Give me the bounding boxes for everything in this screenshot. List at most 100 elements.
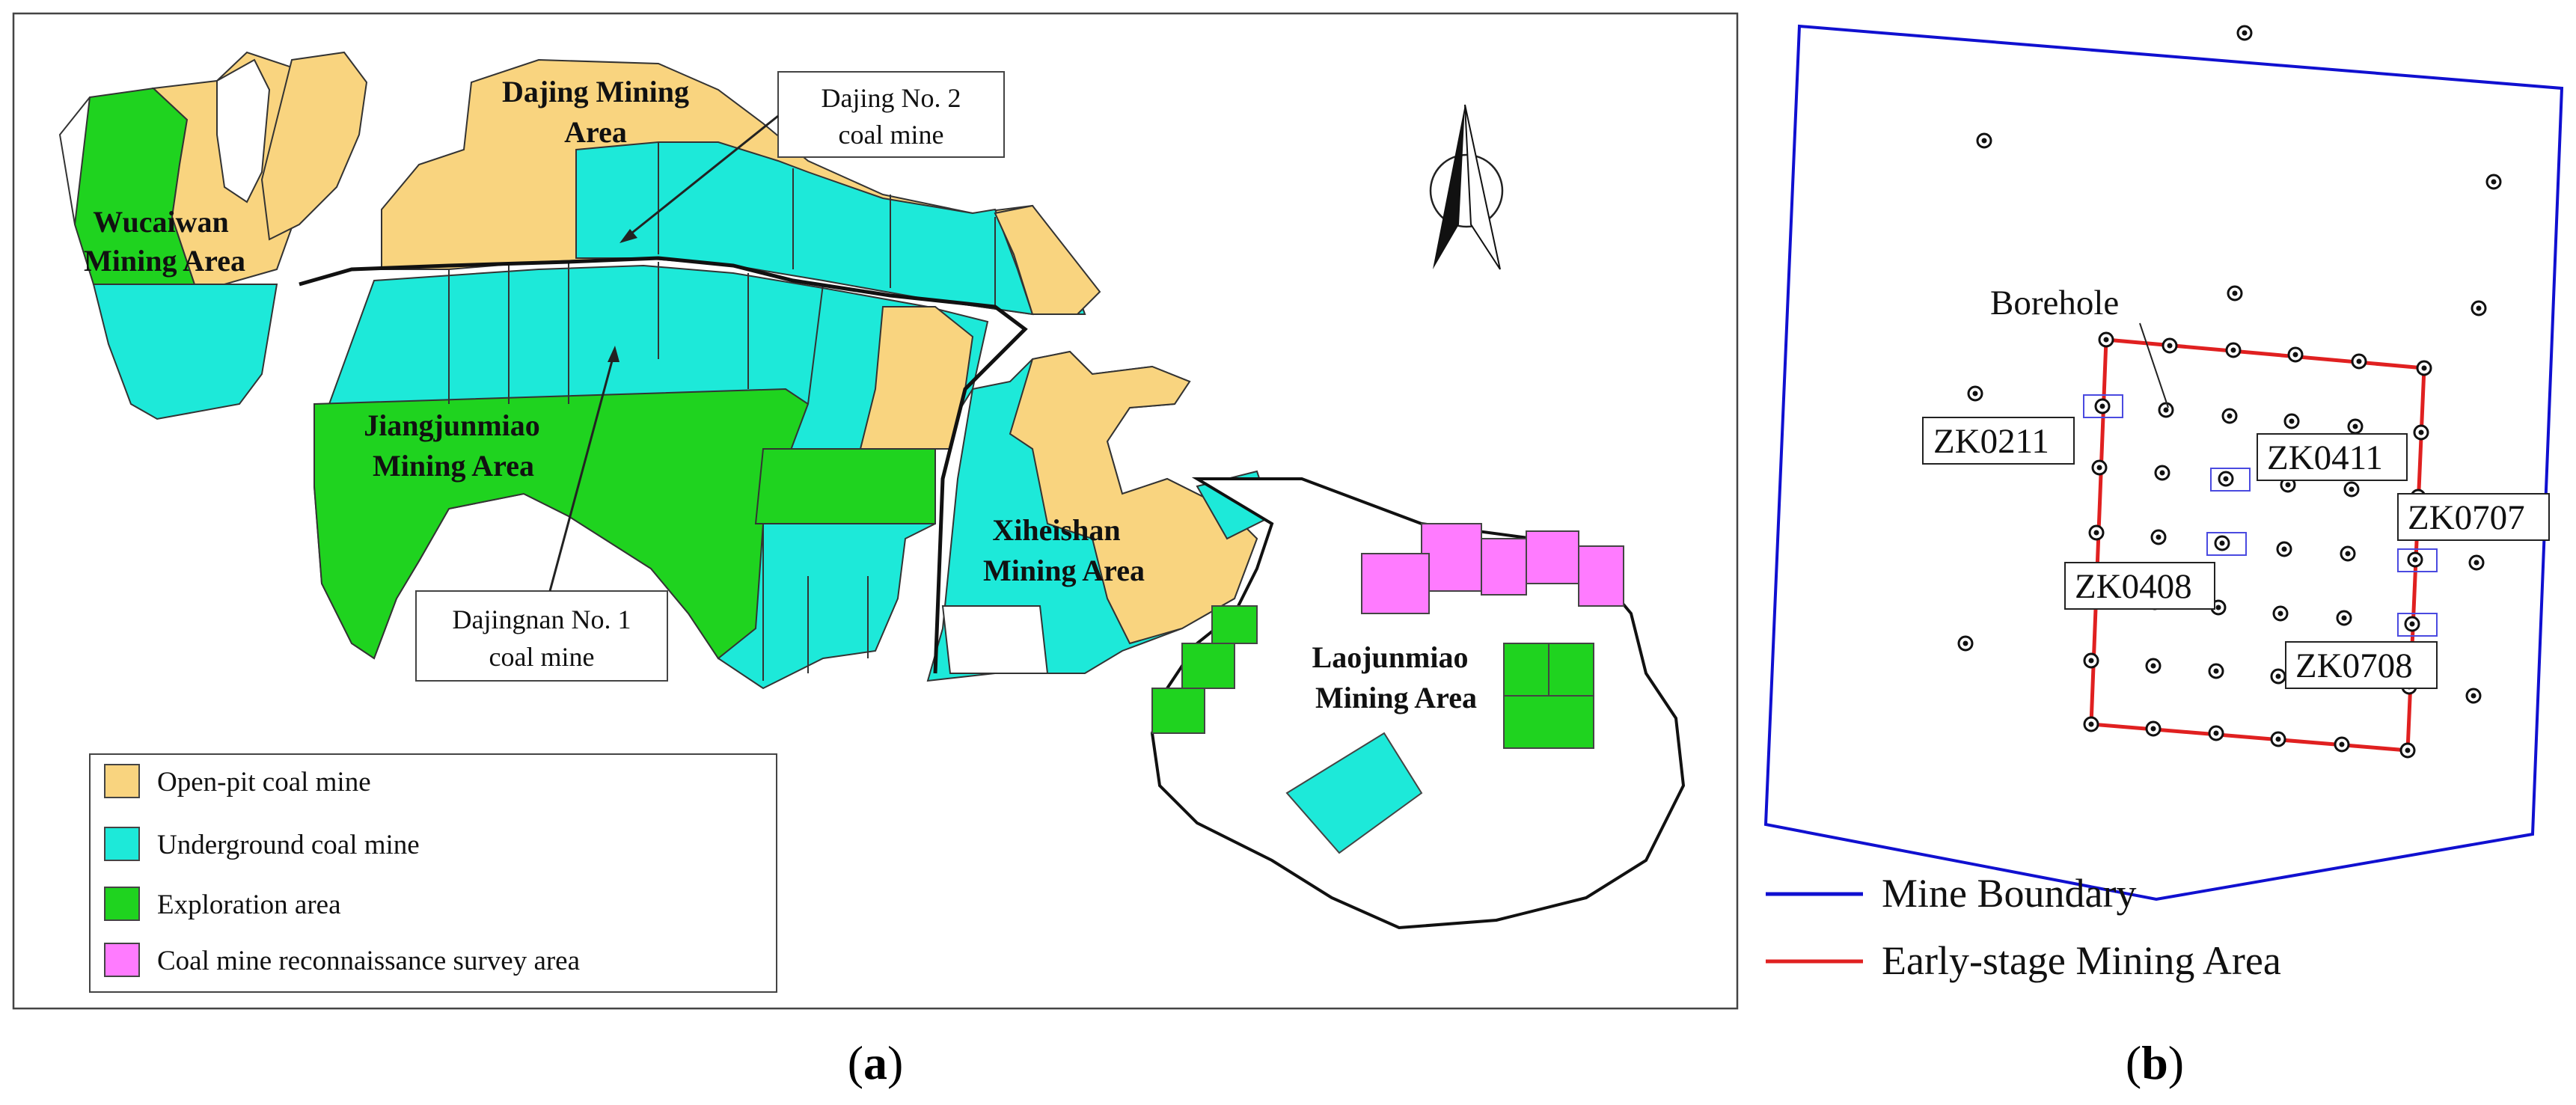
- caption-b: (b): [2126, 1036, 2184, 1089]
- label-xiheishan-1: Xiheishan: [992, 513, 1120, 547]
- zk0708-text: ZK0708: [2295, 646, 2413, 685]
- label-wucaiwan-1: Wucaiwan: [93, 205, 229, 239]
- callout-dajingnan-no1-line2: coal mine: [489, 642, 595, 672]
- borehole-marker: [2227, 285, 2243, 301]
- caption-a: (a): [848, 1036, 904, 1089]
- borehole-marker: [2270, 731, 2286, 747]
- borehole-marker: [2416, 360, 2432, 376]
- laojunmiao-mining-area: [1150, 477, 1686, 930]
- borehole-label-zk0211: ZK0211: [1922, 417, 2075, 465]
- caption-b-letter: b: [2141, 1036, 2168, 1089]
- borehole-marker: [2465, 688, 2482, 704]
- legend-label-mine-boundary: Mine Boundary: [1882, 871, 2136, 916]
- borehole-marker: [2404, 616, 2420, 632]
- borehole-label-zk0411: ZK0411: [2257, 433, 2408, 481]
- label-dajing-2: Area: [564, 115, 627, 149]
- zk0408-text: ZK0408: [2075, 567, 2192, 606]
- label-laojunmiao-2: Mining Area: [1315, 681, 1477, 714]
- legend-label-reconnaissance: Coal mine reconnaissance survey area: [157, 946, 580, 976]
- borehole-marker: [2145, 658, 2162, 674]
- borehole-marker: [2208, 663, 2224, 679]
- mine-boundary: [1763, 24, 2564, 902]
- zk0411-text: ZK0411: [2267, 438, 2383, 477]
- borehole-marker: [2336, 610, 2352, 626]
- borehole-field: [1957, 25, 2502, 759]
- borehole-label-zk0408: ZK0408: [2064, 562, 2215, 610]
- borehole-marker: [2272, 605, 2289, 622]
- borehole-marker: [2413, 424, 2429, 441]
- borehole-marker: [2351, 353, 2367, 370]
- callout-dajingnan-no1: Dajingnan No. 1 coal mine: [415, 346, 668, 682]
- borehole-marker: [2208, 725, 2224, 741]
- jiangjunmiao-mining-area: [313, 262, 989, 690]
- panel-a: Wucaiwan Mining Area Dajing Mining Area …: [12, 12, 1739, 1089]
- borehole-marker: [2150, 529, 2167, 545]
- borehole-marker: [2162, 337, 2178, 354]
- label-xiheishan-2: Mining Area: [983, 554, 1145, 587]
- borehole-marker: [2088, 524, 2105, 541]
- borehole-marker: [2485, 174, 2502, 190]
- borehole-marker: [2468, 554, 2485, 571]
- north-arrow-icon: [1429, 104, 1504, 270]
- borehole-marker: [2270, 668, 2286, 685]
- legend-label-exploration: Exploration area: [157, 890, 341, 920]
- borehole-marker: [2340, 545, 2356, 562]
- legend-item-reconnaissance: Coal mine reconnaissance survey area: [104, 943, 580, 977]
- legend-label-open-pit: Open-pit coal mine: [157, 767, 371, 798]
- legend-item-early-stage: Early-stage Mining Area: [1766, 938, 2281, 983]
- legend-swatch-reconnaissance: [104, 943, 140, 977]
- borehole-marker: [2471, 300, 2487, 316]
- borehole-marker: [2083, 716, 2099, 732]
- legend-item-mine-boundary: Mine Boundary: [1766, 871, 2136, 916]
- exploration-blocks: [1151, 605, 1594, 749]
- legend-b: Mine Boundary Early-stage Mining Area: [1766, 871, 2281, 983]
- callout-dajingnan-no1-line1: Dajingnan No. 1: [453, 604, 631, 634]
- borehole-marker: [1976, 132, 1992, 149]
- legend-item-open-pit: Open-pit coal mine: [104, 764, 371, 798]
- legend-swatch-open-pit: [104, 764, 140, 798]
- callout-dajing-no2-line2: coal mine: [839, 120, 944, 150]
- borehole-marker: [1967, 385, 1983, 402]
- wucaiwan-mining-area: [58, 51, 368, 420]
- label-jiangjunmiao-1: Jiangjunmiao: [364, 408, 540, 442]
- panel-b: Borehole ZK0211 ZK0411 ZK0707 ZK0408 ZK0…: [1763, 24, 2564, 1089]
- label-laojunmiao-1: Laojunmiao: [1312, 640, 1469, 674]
- borehole-marker: [2091, 459, 2108, 476]
- borehole-label: Borehole: [1990, 284, 2119, 322]
- borehole-marker: [2407, 551, 2423, 568]
- borehole-marker: [2347, 418, 2364, 435]
- callout-dajing-no2: Dajing No. 2 coal mine: [619, 71, 1005, 243]
- labeled-borehole-highlights: [2083, 394, 2438, 637]
- borehole-pointer-line: [2139, 322, 2169, 408]
- legend-item-underground: Underground coal mine: [104, 827, 420, 861]
- borehole-marker: [2225, 342, 2242, 358]
- underground-block: [1285, 732, 1423, 854]
- borehole-marker: [2287, 346, 2304, 363]
- borehole-marker: [2145, 720, 2162, 737]
- legend-label-early-stage: Early-stage Mining Area: [1882, 938, 2281, 983]
- borehole-marker: [2094, 398, 2111, 414]
- borehole-marker: [2283, 413, 2300, 429]
- borehole-marker: [2399, 742, 2416, 759]
- borehole-marker: [2334, 736, 2350, 753]
- caption-a-letter: a: [863, 1036, 887, 1089]
- callout-dajing-no2-line1: Dajing No. 2: [822, 83, 961, 113]
- area-labels: Wucaiwan Mining Area Dajing Mining Area …: [84, 75, 1477, 714]
- borehole-marker: [2218, 471, 2234, 487]
- borehole-marker: [2098, 331, 2114, 348]
- zk0707-text: ZK0707: [2408, 498, 2525, 537]
- borehole-marker: [2221, 408, 2238, 424]
- reconnaissance-survey-blocks: [1361, 523, 1624, 614]
- zk0211-text: ZK0211: [1933, 422, 2049, 461]
- label-wucaiwan-2: Mining Area: [84, 244, 245, 278]
- legend-label-underground: Underground coal mine: [157, 830, 420, 860]
- borehole-marker: [2236, 25, 2253, 41]
- borehole-label-zk0708: ZK0708: [2285, 641, 2438, 689]
- borehole-marker: [2083, 652, 2099, 669]
- borehole-marker: [2343, 481, 2360, 498]
- borehole-marker: [2214, 535, 2230, 551]
- borehole-marker: [2154, 465, 2170, 481]
- legend-swatch-exploration: [104, 887, 140, 921]
- borehole-marker: [2276, 541, 2292, 557]
